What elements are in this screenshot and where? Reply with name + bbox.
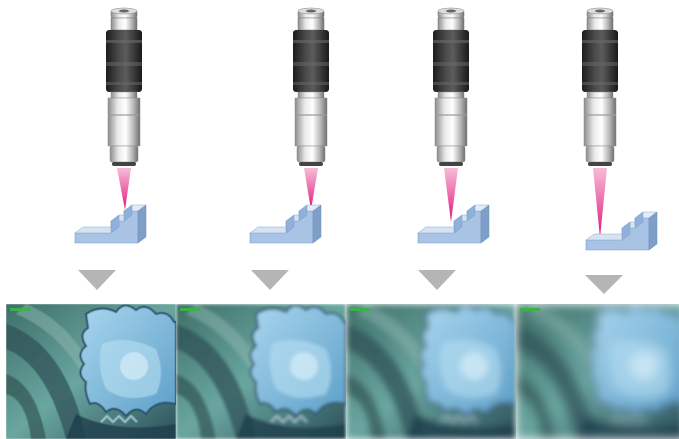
laser-beam-icon [444,168,458,222]
microscope-lens-icon [105,7,143,167]
stepped-block-icon [249,204,322,244]
micrograph-panel-3 [346,304,516,439]
microscope-lens-icon [432,7,470,167]
micrograph-strip [6,304,679,439]
microscope-lens-icon [292,7,330,167]
micrograph-panel-1 [6,304,176,439]
laser-beam-icon [117,168,131,210]
beam-row [117,168,607,238]
laser-beam-icon [304,168,318,210]
down-triangle-arrow-icon [251,270,289,290]
stepped-block-icon [585,211,658,251]
laser-beam-icon [593,168,607,238]
down-triangle-arrow-icon [585,275,623,294]
down-triangle-arrow-icon [418,270,456,290]
micrograph-panel-2 [176,304,346,439]
arrow-row [78,270,623,294]
stepped-block-icon [417,204,490,244]
down-triangle-arrow-icon [78,270,116,290]
probe-row [105,7,619,167]
stepped-block-icon [74,204,147,244]
microscope-lens-icon [581,7,619,167]
micrograph-panel-4 [516,304,679,439]
sample-row [74,204,658,251]
